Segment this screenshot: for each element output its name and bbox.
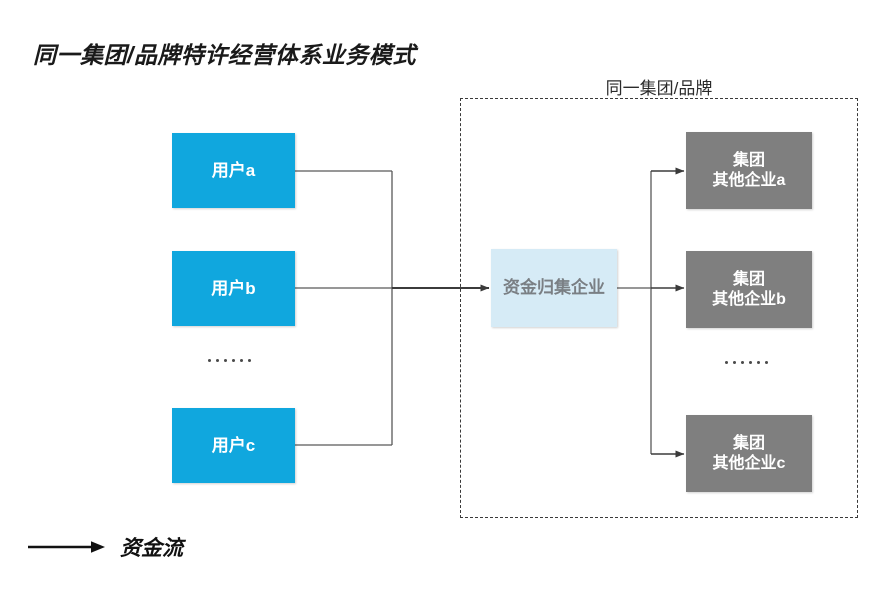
node-user-c-label: 用户c xyxy=(211,435,256,455)
ellipsis-users xyxy=(208,359,251,362)
ellipsis-dot xyxy=(749,361,752,364)
node-user-c[interactable]: 用户c xyxy=(172,408,295,483)
ellipsis-dot xyxy=(725,361,728,364)
node-enterprise-a-line1: 集团 xyxy=(732,151,765,169)
node-enterprise-b[interactable]: 集团 其他企业b xyxy=(686,251,812,328)
ellipsis-dot xyxy=(216,359,219,362)
node-user-b-label: 用户b xyxy=(211,278,256,298)
ellipsis-dot xyxy=(757,361,760,364)
ellipsis-dot xyxy=(240,359,243,362)
ellipsis-dot xyxy=(208,359,211,362)
node-user-b[interactable]: 用户b xyxy=(172,251,295,326)
node-funds-pool[interactable]: 资金归集企业 xyxy=(491,249,617,327)
wire-users-to-pool xyxy=(295,170,393,446)
ellipsis-dot xyxy=(248,359,251,362)
ellipsis-dot xyxy=(224,359,227,362)
legend: 资金流 xyxy=(28,532,183,562)
ellipsis-dot xyxy=(741,361,744,364)
legend-label: 资金流 xyxy=(120,537,183,560)
node-enterprise-b-line1: 集团 xyxy=(732,270,765,288)
ellipsis-dot xyxy=(733,361,736,364)
arrow-right-icon xyxy=(28,541,105,553)
ellipsis-dot xyxy=(232,359,235,362)
node-funds-pool-label: 资金归集企业 xyxy=(503,278,605,298)
node-enterprise-c[interactable]: 集团 其他企业c xyxy=(686,415,812,492)
node-enterprise-a-line2: 其他企业a xyxy=(712,171,786,189)
node-enterprise-c-line2: 其他企业c xyxy=(712,454,786,472)
node-user-a[interactable]: 用户a xyxy=(172,133,295,208)
ellipsis-enterprises xyxy=(725,361,768,364)
node-enterprise-a[interactable]: 集团 其他企业a xyxy=(686,132,812,209)
node-user-a-label: 用户a xyxy=(211,160,256,180)
group-container-dashed-box xyxy=(460,98,858,518)
ellipsis-dot xyxy=(765,361,768,364)
page-title: 同一集团/品牌特许经营体系业务模式 xyxy=(33,42,416,68)
group-container-label: 同一集团/品牌 xyxy=(605,79,713,98)
node-enterprise-c-line1: 集团 xyxy=(732,434,765,452)
node-enterprise-b-line2: 其他企业b xyxy=(712,290,786,308)
